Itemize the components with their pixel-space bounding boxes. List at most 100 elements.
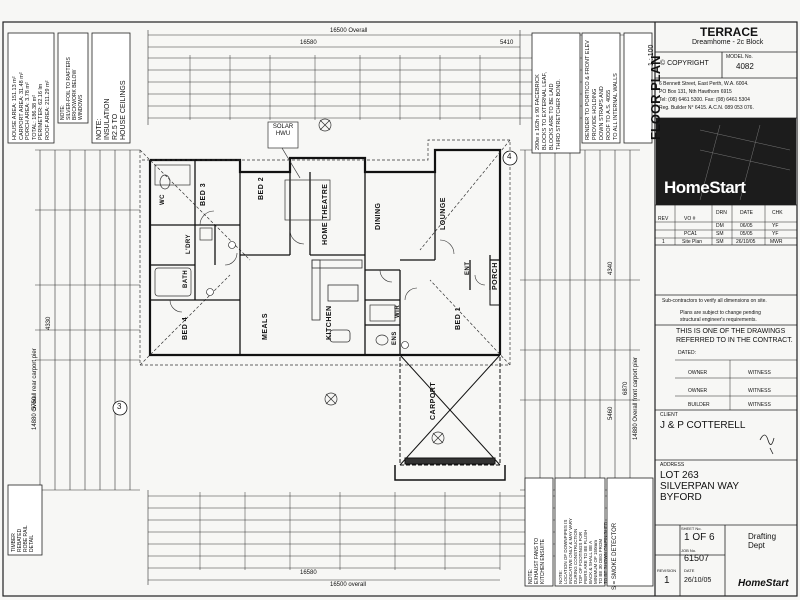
note-facebrick: 290w x 162h x 90 FACEBRICK BLOCKS TO EXT…: [535, 72, 562, 150]
room-carport: CARPORT: [430, 381, 437, 420]
model-no-value: 4082: [736, 62, 754, 71]
dim-top-right: 5410: [500, 40, 514, 46]
room-wir: WIR: [395, 304, 401, 318]
smoke-detectors: [206, 241, 409, 349]
revision-label: REVISION: [657, 568, 677, 573]
rev-row2-vo: PCA1: [684, 231, 698, 237]
room-entry: ENT: [465, 261, 471, 276]
brand-logo: HomeStart: [664, 178, 746, 197]
note-silverfoil: NOTE: SILVER-FOIL TO RAFTERS BRICKWORK B…: [60, 57, 84, 120]
address-label: ADDRESS: [660, 462, 685, 468]
rev-row2-date: 05/05: [740, 231, 753, 237]
rev-row1-drn: DM: [716, 223, 724, 229]
note-robe-rail: TIMBER REBATED ROBE RAIL DETAIL: [11, 525, 35, 552]
sheet-no-label: SHEET No.: [681, 526, 702, 531]
bottom-ticks: [199, 492, 561, 570]
title-dark-panel: [656, 118, 796, 205]
rev-header-drn: DRN: [716, 210, 727, 216]
room-ldry: L'DRY: [186, 233, 192, 254]
bottom-note-boxes: [524, 477, 654, 587]
right-note-boxes: [531, 32, 653, 154]
dim-bottom-overall: 16500 overall: [330, 582, 367, 588]
copyright-label: © COPYRIGHT: [660, 60, 709, 67]
smoke-detector-legend: S = SMOKE DETECTOR: [612, 522, 618, 590]
project-subtitle: Dreamhome - 2c Block: [692, 39, 764, 46]
room-meals: MEALS: [262, 313, 269, 340]
areas-summary: HOUSE AREA: 151.13 m² CARPORT AREA: 31.4…: [12, 72, 51, 140]
note-holding-down: RENDER TO PORTICO & FRONT ELEV PROVIDE H…: [585, 40, 619, 140]
rev-row3-drn: SM: [716, 239, 724, 245]
sign-owner-1: OWNER: [688, 370, 708, 376]
company-reg: Reg. Builder N° 6415. A.C.N. 089 053 076…: [659, 105, 754, 111]
sign-witness-1: WITNESS: [748, 370, 771, 376]
left-note-boxes: [7, 32, 131, 556]
drawing-title: FLOOR PLAN: [648, 55, 663, 141]
dim-left-5750: 5750: [32, 396, 38, 410]
internal-walls: [150, 160, 500, 355]
room-porch: PORCH: [492, 262, 499, 290]
right-dimensions: [520, 149, 640, 491]
rev-header-chk: CHK: [772, 210, 783, 216]
sign-witness-3: WITNESS: [748, 402, 771, 408]
dim-bottom-inner: 16580: [300, 570, 317, 576]
revision-table-grid: [655, 205, 797, 245]
sign-witness-2: WITNESS: [748, 388, 771, 394]
sign-owner-2: OWNER: [688, 388, 708, 394]
kitchen-benches: [311, 259, 363, 343]
room-ens: ENS: [392, 331, 398, 345]
rev-row2-chk: YF: [772, 231, 779, 237]
left-dimensions: [35, 149, 140, 491]
client-name: J & P COTTERELL: [660, 420, 746, 431]
rev-header-rev: REV: [658, 216, 669, 222]
job-no-value: 61507: [684, 553, 710, 563]
rev-row3-date: 26/10/05: [736, 239, 756, 245]
company-phone: Tel: (08) 6461 5300. Fax: (08) 6461 5304: [659, 97, 750, 103]
subcontractor-note: Sub-contractors to verify all dimensions…: [662, 298, 767, 304]
client-label: CLIENT: [660, 412, 678, 418]
contract-note-2: REFERRED TO IN THE CONTRACT.: [676, 337, 793, 344]
address-line-3: BYFORD: [660, 492, 702, 503]
porch: [489, 259, 501, 306]
room-bed3: BED 3: [200, 182, 207, 206]
signature-table-grid: [675, 359, 797, 410]
room-lounge: LOUNGE: [440, 197, 447, 230]
house-outer-walls: [148, 148, 502, 357]
dim-left-4330: 4330: [46, 316, 52, 330]
contract-note-1: THIS IS ONE OF THE DRAWINGS: [676, 328, 786, 335]
plans-note-2: structural engineer's requirements.: [680, 317, 757, 323]
model-no-label: MODEL No.: [726, 54, 753, 60]
room-bed4: BED 4: [182, 316, 189, 340]
drafting-dept: Drafting Dept: [748, 532, 777, 550]
room-dining: DINING: [375, 202, 382, 231]
dim-right-overall: 14880 Overall front carport pier: [633, 356, 639, 440]
rev-header-vo: VO #: [684, 216, 696, 222]
marker-label-1: 4: [507, 152, 512, 161]
project-title: TERRACE: [700, 25, 759, 39]
plans-note-1: Plans are subject to change pending: [680, 310, 761, 316]
dim-top-overall: 16500 Overall: [330, 28, 368, 34]
dim-right-5460: 5460: [608, 406, 614, 420]
sheet-border: [2, 21, 798, 597]
marker-circle-icon: [112, 400, 128, 416]
solar-hwu-box: [267, 121, 331, 221]
solar-hwu-label: SOLAR HWU: [272, 124, 294, 137]
note-insulation: NOTE: INSULATION R2.5 TO HOUSE CEILINGS: [96, 80, 127, 140]
sheet-no-value: 1 OF 6: [684, 532, 715, 543]
door-swings: [169, 210, 486, 313]
date-label: DATE: [684, 568, 695, 573]
scale-label: 1 : 100: [648, 44, 655, 66]
address-line-2: SILVERPAN WAY: [660, 481, 740, 492]
rev-row3-rev: 1: [662, 239, 665, 245]
room-kitchen: KITCHEN: [326, 305, 333, 340]
section-markers: [112, 150, 518, 416]
wet-area-fixtures: [154, 164, 396, 346]
carport: [394, 354, 506, 481]
rev-row1-chk: YF: [772, 223, 779, 229]
brand-small-logo: HomeStart: [738, 578, 789, 589]
rev-row2-drn: SM: [716, 231, 724, 237]
address-line-1: LOT 263: [660, 470, 699, 481]
note-exhaust-fans: NOTE: EXHAUST FANS TO KITCHEN ENSUITE: [528, 537, 546, 584]
room-bed2: BED 2: [258, 176, 265, 200]
revision-value: 1: [664, 575, 670, 586]
